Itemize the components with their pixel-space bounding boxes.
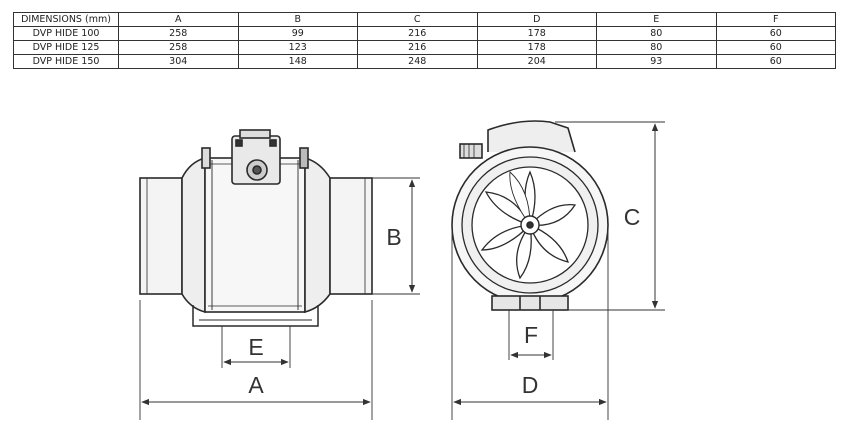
table-cell: 148 xyxy=(237,54,358,69)
table-cell: 60 xyxy=(715,54,836,69)
front-view xyxy=(451,120,609,311)
top-cable-box xyxy=(487,120,576,153)
label-e: E xyxy=(248,334,263,360)
side-view xyxy=(139,129,373,327)
label-c: C xyxy=(624,204,641,230)
table-cell: 304 xyxy=(118,54,239,69)
label-b: B xyxy=(386,224,401,250)
label-f: F xyxy=(524,322,538,348)
dimension-lines xyxy=(139,121,665,420)
mounting-bracket xyxy=(192,305,319,327)
cable-gland-side xyxy=(459,143,483,159)
right-spigot xyxy=(329,177,373,295)
label-d: D xyxy=(522,372,539,398)
impeller-icon xyxy=(480,170,577,280)
dimensions-table: DIMENSIONS (mm) A B C D E F DVP HIDE 100… xyxy=(13,12,836,69)
table-cell: 248 xyxy=(357,54,478,69)
table-row: DVP HIDE 150 304 148 248 204 93 60 xyxy=(13,54,836,69)
left-spigot xyxy=(139,177,183,295)
table-row: DVP HIDE 125 258 123 216 178 80 60 xyxy=(13,40,836,55)
base-bracket xyxy=(491,295,569,311)
body-taper-left xyxy=(181,156,206,314)
body-taper-right xyxy=(304,156,331,314)
clip-left xyxy=(201,147,211,169)
label-a: A xyxy=(248,372,264,398)
table-cell: DVP HIDE 150 xyxy=(13,54,119,69)
clip-right xyxy=(299,147,309,169)
